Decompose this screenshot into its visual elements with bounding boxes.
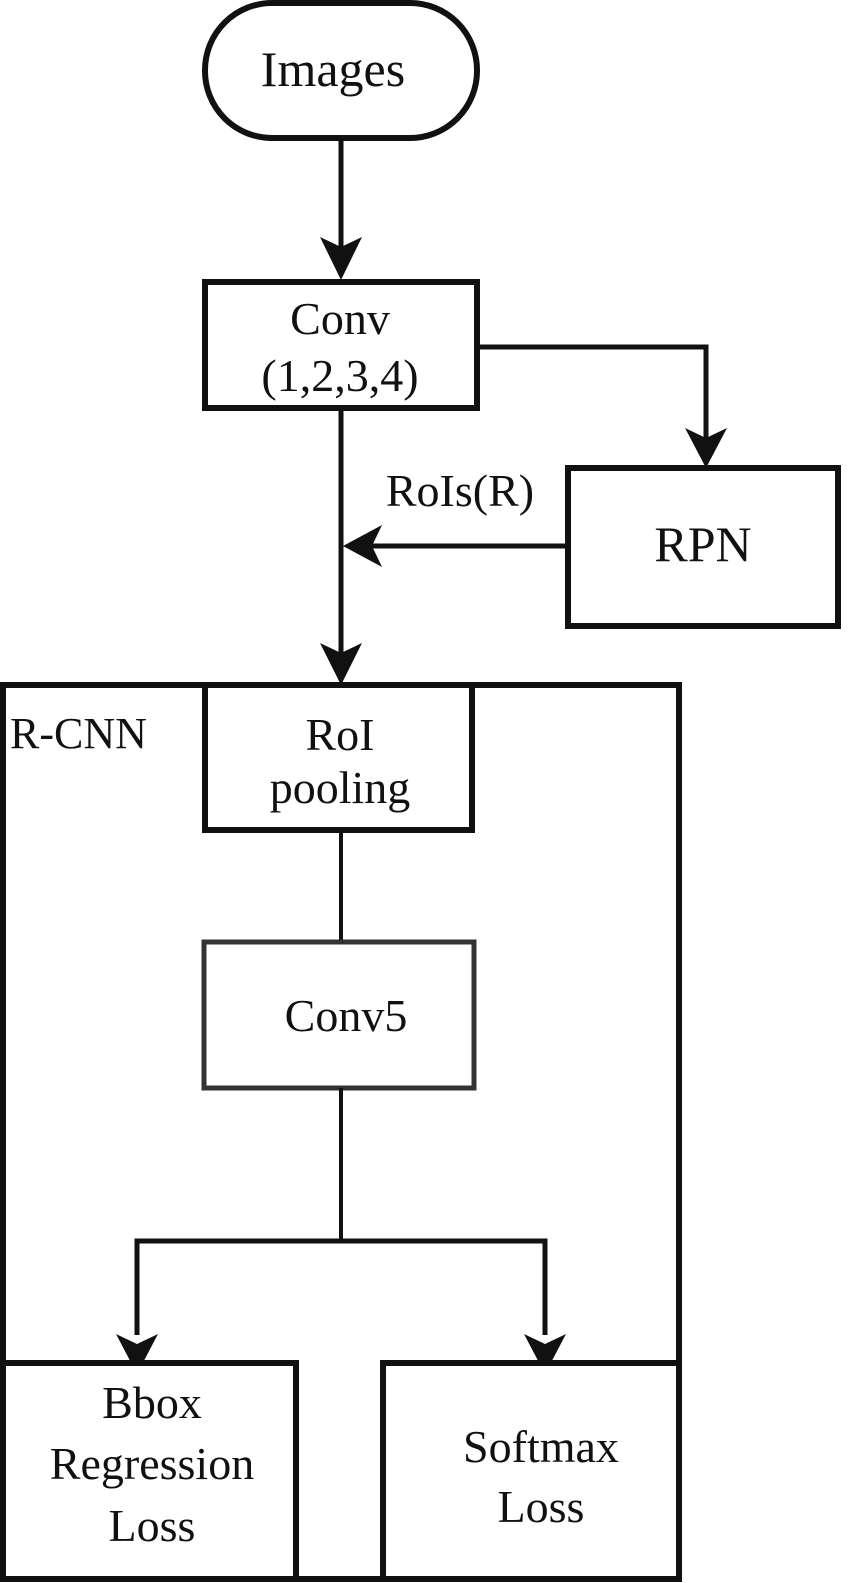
node-bbox-loss-line3: Loss <box>109 1500 196 1551</box>
node-roi-pooling-label-line2: pooling <box>270 762 411 813</box>
arrowhead-icon <box>524 1334 566 1374</box>
node-softmax-loss: Softmax Loss <box>380 1360 682 1582</box>
edge-conv-rpn <box>477 344 727 468</box>
node-conv5: Conv5 <box>201 939 477 1091</box>
node-bbox-loss-line2: Regression <box>50 1438 254 1489</box>
arrowhead-icon <box>116 1334 158 1374</box>
edge-conv-roi-pooling <box>320 408 362 685</box>
node-conv-label-line2: (1,2,3,4) <box>261 350 418 401</box>
node-bbox-loss: Bbox Regression Loss <box>0 1360 299 1582</box>
node-softmax-loss-line2: Loss <box>498 1481 585 1532</box>
node-roi-pooling-label-line1: RoI <box>306 709 375 760</box>
edge-images-conv <box>320 140 362 280</box>
node-bbox-loss-line1: Bbox <box>102 1377 202 1428</box>
group-rcnn-label: R-CNN <box>10 709 147 758</box>
edge-conv5-branches <box>116 1088 566 1374</box>
edge-rpn-rois: RoIs(R) <box>343 465 568 567</box>
node-conv5-label: Conv5 <box>285 990 408 1041</box>
node-images-label: Images <box>261 41 405 97</box>
arrowhead-icon <box>320 237 362 280</box>
arrowhead-icon <box>685 428 727 468</box>
node-conv-label-line1: Conv <box>290 293 390 344</box>
node-softmax-loss-line1: Softmax <box>463 1421 619 1472</box>
node-rpn-label: RPN <box>654 516 751 572</box>
arrowhead-icon <box>343 525 382 567</box>
node-images: Images <box>202 0 480 141</box>
node-rpn: RPN <box>565 465 841 629</box>
edge-label-rois: RoIs(R) <box>386 465 534 516</box>
node-roi-pooling: RoI pooling <box>202 682 475 833</box>
node-conv: Conv (1,2,3,4) <box>202 279 480 411</box>
arrowhead-icon <box>320 643 362 685</box>
